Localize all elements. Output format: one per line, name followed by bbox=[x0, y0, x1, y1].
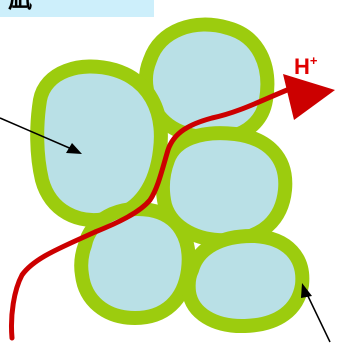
ion-symbol: H bbox=[294, 54, 310, 79]
top-label-text: 凪 bbox=[8, 0, 32, 14]
hydrogen-ion-label: H+ bbox=[294, 50, 317, 78]
top-label-box: 凪 bbox=[0, 0, 154, 17]
ion-charge: + bbox=[310, 53, 318, 68]
cell-bottom-left bbox=[81, 209, 188, 318]
cell-left bbox=[37, 67, 161, 221]
cell-bottom-right bbox=[189, 236, 303, 326]
pointer-arrow-bottom-right bbox=[301, 283, 330, 342]
cell-cluster bbox=[37, 25, 302, 327]
ion-arrowhead bbox=[283, 74, 335, 120]
